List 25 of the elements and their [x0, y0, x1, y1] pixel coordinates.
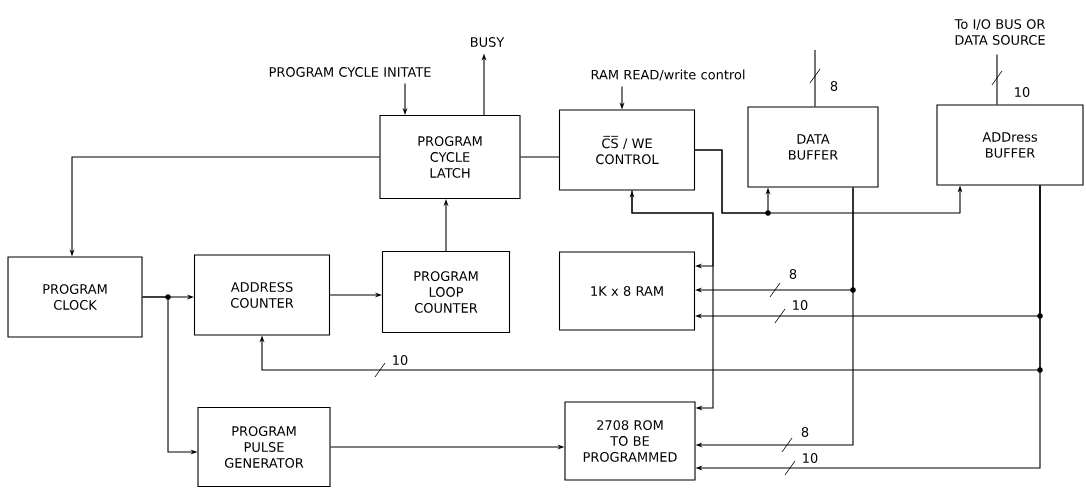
bus-width-label: 10 — [390, 354, 410, 366]
signal-label: BUSY — [471, 37, 505, 47]
signal-label: PROGRAM CYCLE INITATE — [269, 67, 431, 77]
block-box: PROGRAM PULSE GENERATOR — [197, 406, 331, 488]
block-box: PROGRAM CLOCK — [7, 256, 143, 338]
bus-width-label: 8 — [787, 268, 799, 280]
block-box: 1K x 8 RAM — [558, 251, 696, 331]
connector — [991, 54, 1003, 105]
block-box: DATA BUFFER — [747, 106, 879, 188]
block-box: 2708 ROM TO BE PROGRAMMED — [564, 401, 696, 481]
bus-width-label: 10 — [800, 452, 820, 464]
block-box: C̅S̅ / WE CONTROL — [558, 109, 696, 191]
connector — [520, 156, 560, 158]
block-box: ADDress BUFFER — [936, 104, 1084, 186]
connector — [809, 49, 821, 107]
signal-label: To I/O BUS OR DATA SOURCE — [954, 19, 1045, 45]
bus-width-label: 10 — [1012, 86, 1032, 98]
block-box: PROGRAM LOOP COUNTER — [381, 250, 511, 334]
signal-label: RAM READ/write control — [591, 69, 745, 81]
bus-width-label: 8 — [828, 80, 840, 92]
block-box: ADDRESS COUNTER — [193, 254, 331, 336]
bus-width-label: 10 — [790, 299, 810, 311]
bus-width-label: 8 — [799, 426, 811, 438]
connector — [631, 190, 714, 411]
block-box: PROGRAM CYCLE LATCH — [379, 114, 521, 200]
